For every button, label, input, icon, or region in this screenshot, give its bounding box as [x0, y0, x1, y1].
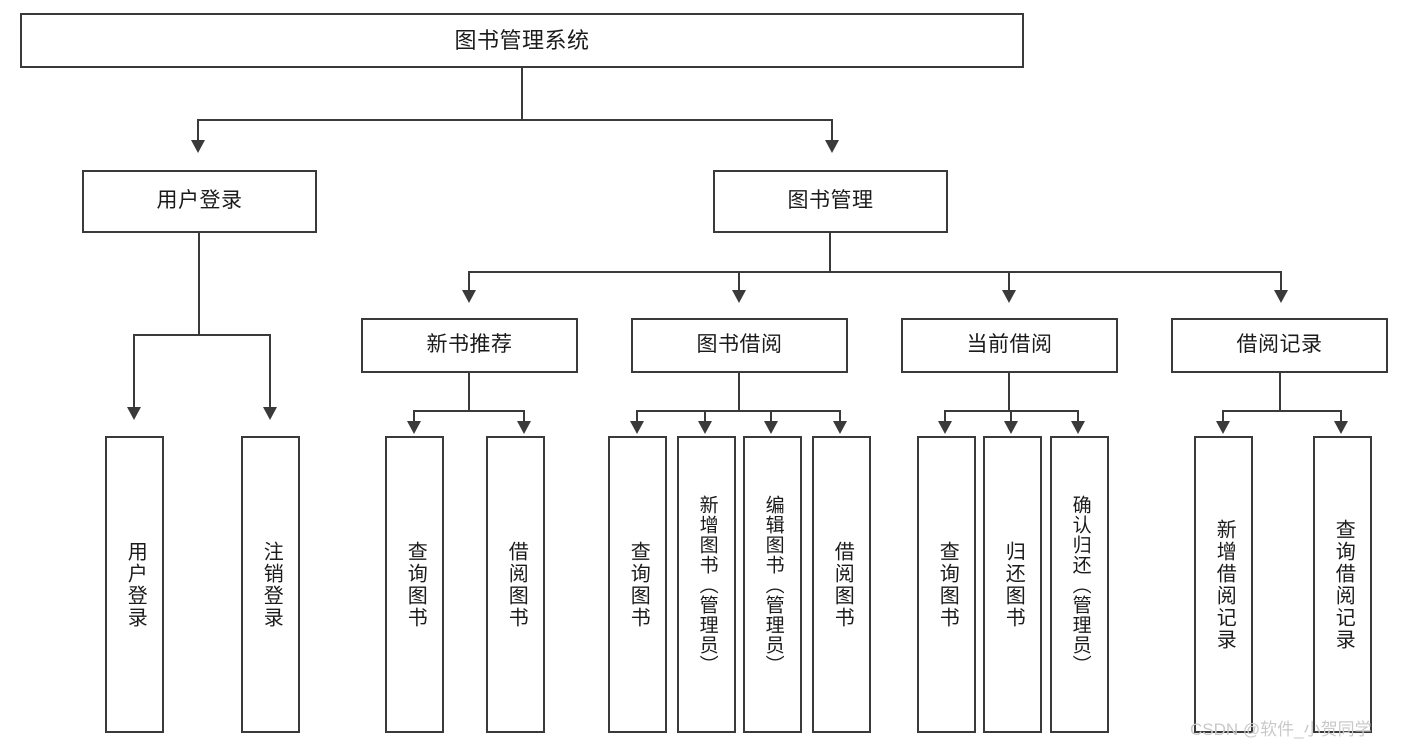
leaf-book-borrow-query[interactable]: 查询图书	[608, 436, 667, 733]
connector-borrow-record-leaf-1	[1340, 410, 1342, 424]
arrowhead-book-borrow	[732, 290, 746, 303]
node-label: 图书借阅	[696, 333, 783, 357]
connector-current-borrow-leaf-2	[1077, 410, 1079, 424]
node-root-system[interactable]: 图书管理系统	[20, 13, 1024, 68]
node-label: 确认归还（管理员）	[1069, 494, 1091, 675]
connector-book-borrow-leaf-2	[770, 410, 772, 424]
connector-book-borrow-leaf-3	[839, 410, 841, 424]
node-label: 用户登录	[156, 189, 243, 213]
connector-borrow-record-bus	[1222, 410, 1342, 412]
leaf-book-borrow-add[interactable]: 新增图书（管理员）	[677, 436, 736, 733]
connector-root-bus	[197, 119, 833, 121]
leaf-new-book-query[interactable]: 查询图书	[385, 436, 444, 733]
connector-book-mgmt-child-1	[738, 271, 740, 293]
connector-current-borrow-leaf-0	[944, 410, 946, 424]
node-label: 新增借阅记录	[1213, 518, 1236, 651]
connector-current-borrow-leaf-1	[1010, 410, 1012, 424]
connector-book-borrow-leaf-1	[704, 410, 706, 424]
leaf-current-borrow-confirm-return[interactable]: 确认归还（管理员）	[1050, 436, 1109, 733]
node-label: 编辑图书（管理员）	[762, 494, 784, 675]
connector-new-book-bus	[413, 410, 525, 412]
arrowhead-new-book-recommend	[462, 290, 476, 303]
node-new-book-recommend[interactable]: 新书推荐	[361, 318, 578, 373]
node-label: 查询借阅记录	[1332, 518, 1355, 651]
connector-book-mgmt-child-0	[468, 271, 470, 293]
node-label: 当前借阅	[966, 333, 1053, 357]
arrowhead-book-mgmt	[825, 140, 839, 153]
connector-user-login-bus	[133, 334, 271, 336]
csdn-watermark: CSDN @软件_小贺同学	[1190, 720, 1372, 739]
leaf-book-borrow-edit[interactable]: 编辑图书（管理员）	[743, 436, 802, 733]
leaf-book-borrow-borrow[interactable]: 借阅图书	[812, 436, 871, 733]
node-current-borrow[interactable]: 当前借阅	[901, 318, 1118, 373]
connector-new-book-leaf-0	[413, 410, 415, 424]
arrowhead-leaf-book-borrow-1	[698, 421, 712, 434]
arrowhead-leaf-current-borrow-0	[938, 421, 952, 434]
leaf-new-book-borrow[interactable]: 借阅图书	[486, 436, 545, 733]
node-label: 查询图书	[936, 540, 959, 629]
arrowhead-leaf-new-book-1	[517, 421, 531, 434]
connector-book-mgmt-child-2	[1008, 271, 1010, 293]
arrowhead-user-login	[191, 140, 205, 153]
arrowhead-leaf-user-login-1	[263, 407, 277, 420]
node-book-borrow[interactable]: 图书借阅	[631, 318, 848, 373]
arrowhead-leaf-book-borrow-2	[764, 421, 778, 434]
arrowhead-leaf-book-borrow-3	[833, 421, 847, 434]
node-borrow-record[interactable]: 借阅记录	[1171, 318, 1388, 373]
arrowhead-current-borrow	[1002, 290, 1016, 303]
connector-root-to-book-mgmt	[831, 119, 833, 143]
connector-new-book-stem	[468, 373, 470, 411]
connector-user-login-leaf-1	[269, 334, 271, 410]
node-label: 注销登录	[260, 540, 283, 629]
node-book-management[interactable]: 图书管理	[713, 170, 948, 233]
arrowhead-leaf-user-login-0	[127, 407, 141, 420]
node-user-login[interactable]: 用户登录	[82, 170, 317, 233]
node-label: 新增图书（管理员）	[696, 494, 718, 675]
node-label: 图书管理	[787, 189, 874, 213]
connector-root-to-user-login	[197, 119, 199, 143]
arrowhead-leaf-borrow-record-1	[1334, 421, 1348, 434]
arrowhead-leaf-current-borrow-1	[1004, 421, 1018, 434]
connector-book-mgmt-bus	[468, 271, 1282, 273]
connector-book-borrow-leaf-0	[636, 410, 638, 424]
leaf-user-login-logout[interactable]: 注销登录	[241, 436, 300, 733]
node-label: 查询图书	[627, 540, 650, 629]
connector-borrow-record-stem	[1279, 373, 1281, 411]
node-label: 借阅图书	[831, 540, 854, 629]
node-label: 借阅记录	[1236, 333, 1323, 357]
connector-book-mgmt-stem	[829, 233, 831, 272]
leaf-current-borrow-query[interactable]: 查询图书	[917, 436, 976, 733]
leaf-current-borrow-return[interactable]: 归还图书	[983, 436, 1042, 733]
node-label: 图书管理系统	[454, 27, 590, 53]
connector-user-login-leaf-0	[133, 334, 135, 410]
connector-root-stem	[521, 68, 523, 120]
arrowhead-leaf-borrow-record-0	[1216, 421, 1230, 434]
node-label: 用户登录	[124, 540, 147, 629]
arrowhead-leaf-book-borrow-0	[630, 421, 644, 434]
leaf-user-login-login[interactable]: 用户登录	[105, 436, 164, 733]
connector-book-mgmt-child-3	[1280, 271, 1282, 293]
connector-user-login-stem	[198, 233, 200, 335]
connector-new-book-leaf-1	[523, 410, 525, 424]
arrowhead-leaf-current-borrow-2	[1071, 421, 1085, 434]
connector-borrow-record-leaf-0	[1222, 410, 1224, 424]
connector-book-borrow-bus	[636, 410, 840, 412]
connector-current-borrow-stem	[1008, 373, 1010, 411]
node-label: 借阅图书	[505, 540, 528, 629]
arrowhead-borrow-record	[1274, 290, 1288, 303]
node-label: 新书推荐	[426, 333, 513, 357]
leaf-borrow-record-query[interactable]: 查询借阅记录	[1313, 436, 1372, 733]
arrowhead-leaf-new-book-0	[407, 421, 421, 434]
node-label: 查询图书	[404, 540, 427, 629]
node-label: 归还图书	[1002, 540, 1025, 629]
connector-book-borrow-stem	[738, 373, 740, 411]
leaf-borrow-record-add[interactable]: 新增借阅记录	[1194, 436, 1253, 733]
